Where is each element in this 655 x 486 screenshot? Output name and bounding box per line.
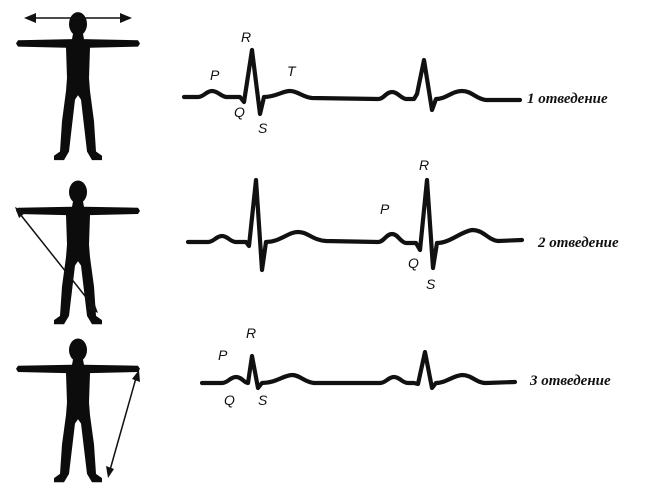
- lead1-figure: [16, 12, 140, 160]
- lead2-figure: [15, 180, 140, 324]
- lead3-person-silhouette: [16, 338, 140, 482]
- lead3-ecg-waveform: [202, 352, 515, 388]
- lead1-label-R: R: [241, 29, 251, 45]
- lead3-arrow: [106, 370, 140, 478]
- lead3-name: 3 отведение: [529, 373, 611, 389]
- lead2-label-S: S: [426, 276, 436, 292]
- lead1-label-T: T: [287, 63, 297, 79]
- lead2-person-silhouette: [16, 180, 140, 324]
- lead3-figure: [16, 338, 140, 482]
- lead1-name: 1 отведение: [527, 91, 608, 107]
- lead1-label-P: P: [210, 67, 220, 83]
- lead3-label-S: S: [258, 392, 268, 408]
- lead2-name: 2 отведение: [537, 235, 619, 251]
- lead2-label-Q: Q: [408, 255, 419, 271]
- lead2-label-R: R: [419, 157, 429, 173]
- lead1-label-S: S: [258, 120, 268, 136]
- lead2-ecg-waveform: [188, 180, 522, 270]
- lead3-label-P: P: [218, 347, 228, 363]
- lead1-person-silhouette: [16, 12, 140, 160]
- lead1-label-Q: Q: [234, 104, 245, 120]
- lead2-label-P: P: [380, 201, 390, 217]
- lead3-label-Q: Q: [224, 392, 235, 408]
- lead3-label-R: R: [246, 325, 256, 341]
